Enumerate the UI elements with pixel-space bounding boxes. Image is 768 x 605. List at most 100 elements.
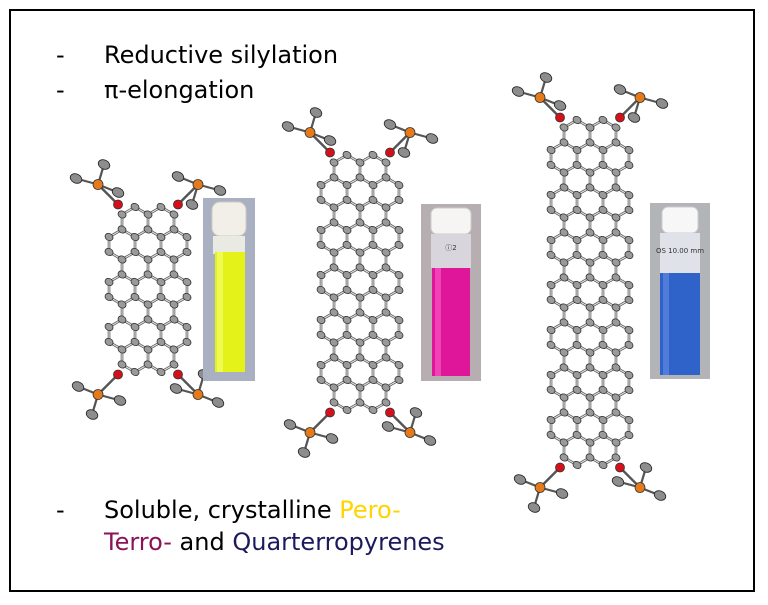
carbon-atom xyxy=(394,225,404,235)
carbon-atom xyxy=(585,258,595,267)
methyl-carbon xyxy=(283,419,297,430)
silicon-atom xyxy=(634,92,646,103)
carbon-atom xyxy=(546,340,556,350)
peropyrene-structure xyxy=(69,159,227,420)
carbon-atom xyxy=(156,292,166,302)
carbon-atom xyxy=(546,235,556,245)
methyl-carbon xyxy=(171,171,185,182)
carbon-atom xyxy=(559,258,569,267)
carbon-atom xyxy=(368,405,378,415)
carbon-atom xyxy=(546,145,556,155)
silicon-atom xyxy=(404,127,416,138)
carbon-atom xyxy=(368,315,378,325)
carbon-atom xyxy=(368,240,378,250)
text-quarter: Quarterropyrenes xyxy=(232,528,445,556)
silicon-atom xyxy=(304,127,316,138)
carbon-atom xyxy=(104,322,114,332)
bullet-text-line2: Terro- and Quarterropyrenes xyxy=(104,527,445,557)
methyl-carbon xyxy=(69,173,83,184)
carbon-atom xyxy=(156,247,166,257)
methyl-carbon xyxy=(213,185,227,196)
carbon-atom xyxy=(598,145,608,155)
silicon-atom xyxy=(92,179,104,190)
carbon-atom xyxy=(342,315,352,325)
carbon-atom xyxy=(368,360,378,370)
oxygen-atom xyxy=(113,199,123,210)
carbon-atom xyxy=(559,438,569,447)
carbon-atom xyxy=(169,225,179,234)
oxygen-atom xyxy=(325,407,335,418)
carbon-atom xyxy=(559,408,569,417)
carbon-atom xyxy=(342,225,352,235)
carbon-atom xyxy=(611,348,621,357)
silicon-atom xyxy=(192,389,204,400)
carbon-atom xyxy=(611,168,621,177)
carbon-atom xyxy=(316,285,326,295)
vial-quarterropyrene: OS 10.00 mm xyxy=(650,203,710,379)
methyl-carbon xyxy=(553,100,567,111)
vial-highlight xyxy=(217,252,223,372)
carbon-atom xyxy=(585,303,595,312)
carbon-atom xyxy=(559,393,569,402)
carbon-atom xyxy=(572,295,582,305)
carbon-atom xyxy=(169,345,179,354)
carbon-atom xyxy=(546,415,556,425)
methyl-carbon xyxy=(611,476,625,487)
vial-cap xyxy=(430,207,472,235)
carbon-atom xyxy=(368,270,378,280)
carbon-atom xyxy=(611,363,621,372)
methyl-carbon xyxy=(627,112,641,123)
carbon-atom xyxy=(559,168,569,177)
carbon-atom xyxy=(546,205,556,215)
carbon-atom xyxy=(624,145,634,155)
carbon-atom xyxy=(368,225,378,235)
carbon-atom xyxy=(559,303,569,312)
carbon-atom xyxy=(624,430,634,440)
carbon-atom xyxy=(394,315,404,325)
carbon-atom xyxy=(559,123,569,132)
oxygen-atom xyxy=(615,112,625,123)
carbon-atom xyxy=(368,330,378,340)
carbon-atom xyxy=(169,210,179,219)
carbon-atom xyxy=(611,393,621,402)
carbon-atom xyxy=(329,398,339,407)
carbon-atom xyxy=(169,255,179,264)
carbon-atom xyxy=(182,247,192,257)
carbon-atom xyxy=(329,293,339,302)
methyl-carbon xyxy=(185,199,199,210)
methyl-carbon xyxy=(97,159,111,170)
carbon-atom xyxy=(355,158,365,167)
carbon-atom xyxy=(598,370,608,380)
carbon-atom xyxy=(342,405,352,415)
carbon-atom xyxy=(585,183,595,192)
carbon-atom xyxy=(355,383,365,392)
vial-label: OS 10.00 mm xyxy=(656,247,704,255)
carbon-atom xyxy=(611,303,621,312)
carbon-atom xyxy=(585,273,595,282)
carbon-atom xyxy=(381,338,391,347)
methyl-carbon xyxy=(71,381,85,392)
carbon-atom xyxy=(329,263,339,272)
carbon-atom xyxy=(624,295,634,305)
carbon-atom xyxy=(355,353,365,362)
carbon-atom xyxy=(316,225,326,235)
carbon-atom xyxy=(130,322,140,332)
carbon-atom xyxy=(143,255,153,264)
carbon-atom xyxy=(368,285,378,295)
carbon-atom xyxy=(624,370,634,380)
carbon-atom xyxy=(598,460,608,470)
carbon-atom xyxy=(546,190,556,200)
carbon-atom xyxy=(611,123,621,132)
carbon-atom xyxy=(381,173,391,182)
carbon-atom xyxy=(598,325,608,335)
carbon-atom xyxy=(598,295,608,305)
carbon-atom xyxy=(316,330,326,340)
methyl-carbon xyxy=(323,135,337,146)
carbon-atom xyxy=(585,348,595,357)
carbon-atom xyxy=(572,115,582,125)
carbon-atom xyxy=(355,218,365,227)
carbon-atom xyxy=(143,315,153,324)
bullet-text: Reductive silylation xyxy=(104,41,339,69)
carbon-atom xyxy=(624,340,634,350)
